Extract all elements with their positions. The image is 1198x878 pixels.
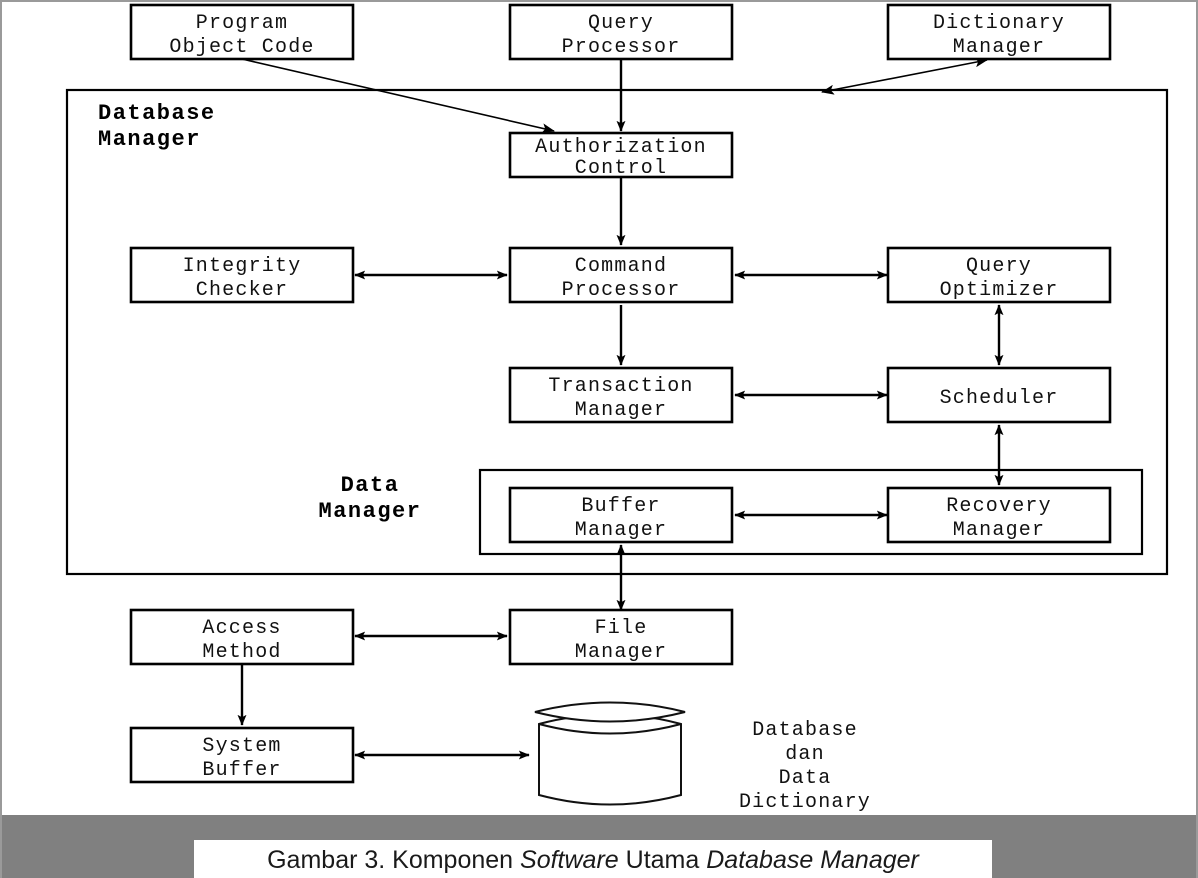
recovery-manager-box[interactable]	[886, 486, 1112, 544]
data-manager-label-line1: Data	[341, 473, 400, 498]
buffer-manager-label-line2: Manager	[575, 519, 667, 542]
recovery-manager-label-line2: Manager	[953, 519, 1045, 542]
system-buffer-label-line1: System	[202, 735, 281, 758]
scheduler-box[interactable]	[886, 366, 1112, 424]
integrity-checker-box[interactable]	[129, 246, 355, 304]
access-method-box[interactable]	[129, 608, 355, 666]
recovery-manager-label-line1: Recovery	[946, 495, 1052, 518]
transaction-manager-box[interactable]	[508, 366, 734, 424]
transaction-manager-label-line1: Transaction	[548, 375, 693, 398]
transaction-manager-label-line2: Manager	[575, 399, 667, 422]
command-processor-label-line2: Processor	[562, 279, 681, 302]
database-manager-label-line2: Manager	[98, 127, 201, 152]
node-query-processor[interactable]: Query Processor	[508, 3, 734, 61]
dictionary-manager-label-line1: Dictionary	[933, 12, 1065, 35]
database-manager-label-line1: Database	[98, 101, 216, 126]
query-processor-box[interactable]	[508, 3, 734, 61]
authorization-control-label-line1: Authorization	[535, 136, 707, 159]
command-processor-label-line1: Command	[575, 255, 667, 278]
query-optimizer-label-line1: Query	[966, 255, 1032, 278]
datastore-label-line1: Database	[752, 719, 858, 742]
cylinder-top-ellipse	[538, 723, 682, 735]
integrity-checker-label-line2: Checker	[196, 279, 288, 302]
node-access-method[interactable]: Access Method	[129, 608, 355, 666]
file-manager-box[interactable]	[508, 608, 734, 666]
node-authorization-control[interactable]: Authorization Control	[508, 131, 734, 180]
node-buffer-manager[interactable]: Buffer Manager	[508, 486, 734, 544]
node-dictionary-manager[interactable]: Dictionary Manager	[886, 3, 1112, 61]
node-query-optimizer[interactable]: Query Optimizer	[886, 246, 1112, 304]
datastore-label-line4: Dictionary	[739, 791, 871, 814]
access-method-label-line1: Access	[202, 617, 281, 640]
query-processor-label-line2: Processor	[562, 36, 681, 59]
datastore-label-line3: Data	[779, 767, 832, 790]
dictionary-manager-box[interactable]	[886, 3, 1112, 61]
edge-program-object-code-to-authorization-control	[241, 58, 555, 134]
scheduler-label-line1: Scheduler	[940, 387, 1059, 410]
file-manager-label-line2: Manager	[575, 641, 667, 664]
buffer-manager-label-line1: Buffer	[581, 495, 660, 518]
figure-caption-text: Gambar 3. Komponen Software Utama Databa…	[267, 845, 919, 874]
node-scheduler[interactable]: Scheduler	[886, 366, 1112, 424]
node-program-object-code[interactable]: Program Object Code	[129, 3, 355, 61]
program-object-code-label-line1: Program	[196, 12, 288, 35]
container-data-manager: Data Manager	[319, 468, 1144, 556]
buffer-manager-box[interactable]	[508, 486, 734, 544]
database-manager-architecture-diagram: Database Manager Data Manager	[65, 3, 1169, 814]
dictionary-manager-label-line2: Manager	[953, 36, 1045, 59]
cylinder-top-cap	[534, 701, 686, 723]
node-command-processor[interactable]: Command Processor	[508, 246, 734, 304]
authorization-control-box[interactable]	[508, 131, 734, 179]
node-integrity-checker[interactable]: Integrity Checker	[129, 246, 355, 304]
data-manager-label-line2: Manager	[319, 499, 422, 524]
datastore-label: Database dan Data Dictionary	[739, 719, 871, 814]
file-manager-label-line1: File	[595, 617, 648, 640]
node-recovery-manager[interactable]: Recovery Manager	[886, 486, 1112, 544]
integrity-checker-label-line1: Integrity	[183, 255, 302, 278]
node-system-buffer[interactable]: System Buffer	[129, 726, 355, 784]
access-method-label-line2: Method	[202, 641, 281, 664]
query-processor-label-line1: Query	[588, 12, 654, 35]
connectors	[237, 57, 1004, 760]
figure-caption-container: Gambar 3. Komponen Software Utama Databa…	[194, 840, 992, 878]
query-optimizer-label-line2: Optimizer	[940, 279, 1059, 302]
query-optimizer-box[interactable]	[886, 246, 1112, 304]
edge-dictionary-manager-to-database-manager	[821, 57, 988, 95]
database-cylinder-icon[interactable]	[534, 701, 686, 806]
system-buffer-label-line2: Buffer	[202, 759, 281, 782]
data-manager-border	[478, 468, 1144, 556]
program-object-code-box[interactable]	[129, 3, 355, 61]
command-processor-box[interactable]	[508, 246, 734, 304]
authorization-control-label-line2: Control	[575, 157, 667, 180]
system-buffer-box[interactable]	[129, 726, 355, 784]
node-transaction-manager[interactable]: Transaction Manager	[508, 366, 734, 424]
datastore-label-line2: dan	[785, 743, 825, 766]
node-file-manager[interactable]: File Manager	[508, 608, 734, 666]
program-object-code-label-line2: Object Code	[169, 36, 314, 59]
